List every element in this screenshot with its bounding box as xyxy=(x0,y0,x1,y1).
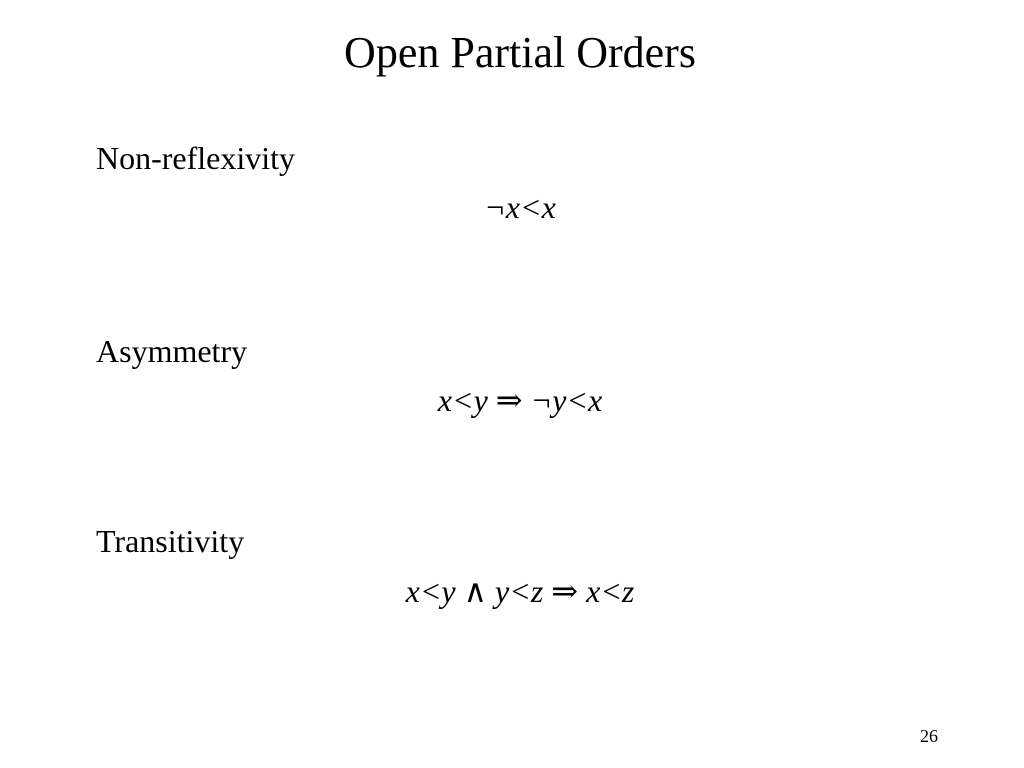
property-heading-asymmetry: Asymmetry xyxy=(96,333,248,369)
property-heading-transitivity: Transitivity xyxy=(96,523,245,559)
slide-title: Open Partial Orders xyxy=(344,28,696,77)
property-formula-non-reflexivity: ¬x<x xyxy=(484,189,556,225)
page-number: 26 xyxy=(920,726,938,746)
property-formula-asymmetry: x<y ⇒ ¬y<x xyxy=(437,382,603,418)
property-formula-transitivity: x<y ∧ y<z ⇒ x<z xyxy=(405,573,635,609)
property-heading-non-reflexivity: Non-reflexivity xyxy=(96,140,296,176)
